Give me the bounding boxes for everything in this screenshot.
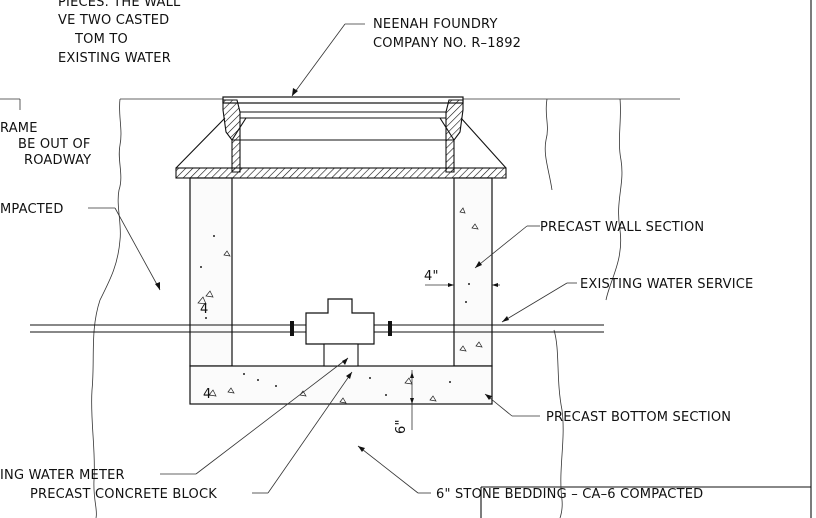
precast-wall-left: [189, 177, 233, 367]
concrete-block-label: PRECAST CONCRETE BLOCK: [30, 487, 217, 502]
precast-wall-label: PRECAST WALL SECTION: [540, 220, 704, 235]
frame-note-line-3: ROADWAY: [24, 153, 91, 168]
compacted-label: MPACTED: [0, 202, 64, 217]
precast-concrete-block: [323, 343, 359, 367]
leader-lines: [88, 23, 577, 494]
note-line-3: TOM TO: [74, 32, 128, 47]
note-line-2: VE TWO CASTED: [58, 13, 169, 28]
aggregate-mark: 4: [200, 302, 208, 317]
neenah-label-line-1: NEENAH FOUNDRY: [373, 17, 498, 32]
water-meter-label: ING WATER METER: [0, 468, 125, 483]
dimension-6-inch: 6": [394, 370, 414, 434]
stone-bedding-label: 6" STONE BEDDING – CA–6 COMPACTED: [436, 487, 703, 502]
dimension-4-label: 4": [424, 269, 439, 284]
frame-and-lid: [175, 96, 507, 179]
note-line-4: EXISTING WATER: [58, 51, 171, 66]
precast-wall-right: [453, 177, 493, 367]
precast-bottom-label: PRECAST BOTTOM SECTION: [546, 410, 731, 425]
dimension-4-inch: 4": [424, 269, 500, 287]
sheet-border: [480, 0, 812, 518]
aggregate-mark: 4: [203, 387, 211, 402]
aggregate-marks: 4 4: [197, 207, 483, 404]
dimension-6-label: 6": [394, 419, 409, 434]
water-meter: [290, 298, 392, 345]
frame-note-line-1: RAME: [0, 121, 38, 136]
precast-bottom-section: [189, 365, 493, 405]
existing-water-service-label: EXISTING WATER SERVICE: [580, 277, 753, 292]
frame-note-line-2: BE OUT OF: [18, 137, 91, 152]
note-line-1: PIECES. THE WALL: [58, 0, 181, 10]
callout-labels: PIECES. THE WALL VE TWO CASTED TOM TO EX…: [0, 0, 753, 502]
neenah-label-line-2: COMPANY NO. R–1892: [373, 36, 521, 51]
